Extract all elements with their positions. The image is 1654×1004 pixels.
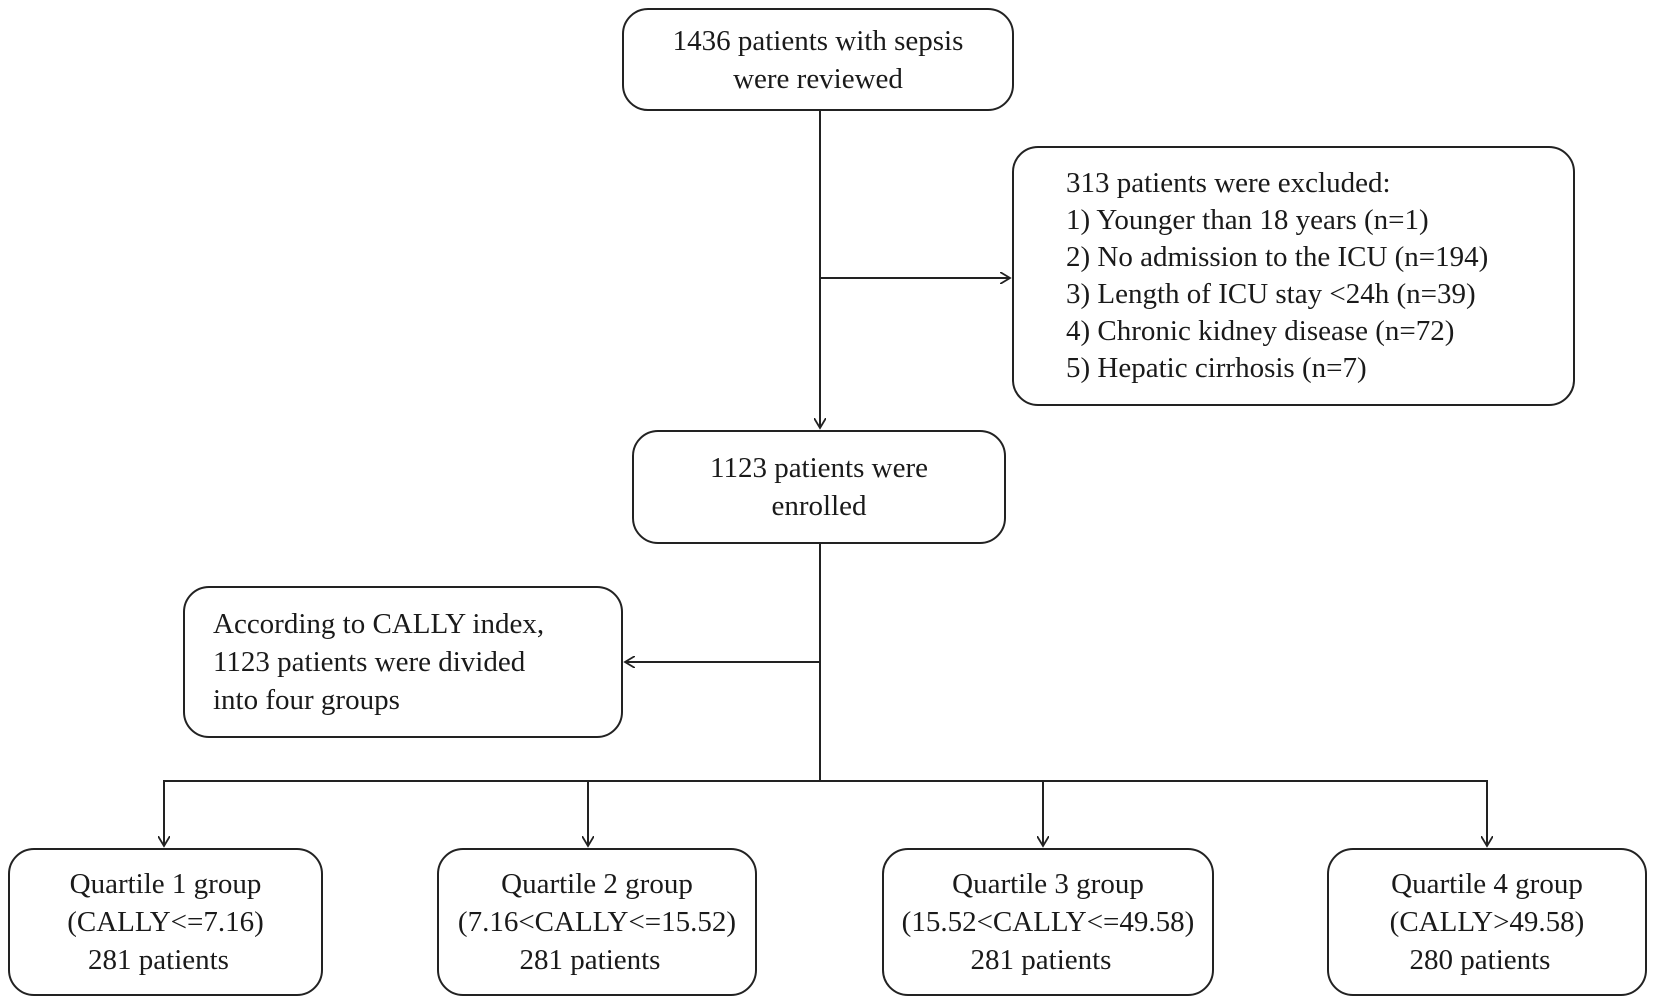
quartile-4-count: 280 patients xyxy=(1409,944,1551,976)
excluded-item-1: 1) Younger than 18 years (n=1) xyxy=(1066,204,1429,236)
box-patients-reviewed: 1436 patients with sepsis were reviewed xyxy=(622,8,1014,111)
excluded-title: 313 patients were excluded: xyxy=(1066,167,1391,199)
excluded-item-2: 2) No admission to the ICU (n=194) xyxy=(1066,241,1489,273)
reviewed-line-1: 1436 patients with sepsis xyxy=(672,24,964,57)
quartile-1-name: Quartile 1 group xyxy=(69,868,262,900)
enrolled-line-2: enrolled xyxy=(771,490,867,522)
enrolled-line-1: 1123 patients were xyxy=(710,452,928,484)
box-quartile-3: Quartile 3 group (15.52<CALLY<=49.58) 28… xyxy=(882,848,1214,996)
excluded-item-5: 5) Hepatic cirrhosis (n=7) xyxy=(1066,352,1367,384)
box-quartile-1: Quartile 1 group (CALLY<=7.16) 281 patie… xyxy=(8,848,323,996)
reviewed-line-2: were reviewed xyxy=(733,62,903,95)
box-quartile-4: Quartile 4 group (CALLY>49.58) 280 patie… xyxy=(1327,848,1647,996)
excluded-item-4: 4) Chronic kidney disease (n=72) xyxy=(1066,315,1455,347)
excluded-item-3: 3) Length of ICU stay <24h (n=39) xyxy=(1066,278,1476,310)
quartile-4-range: (CALLY>49.58) xyxy=(1389,906,1585,938)
divided-line-3: into four groups xyxy=(213,684,400,716)
quartile-1-count: 281 patients xyxy=(88,944,229,976)
quartile-3-name: Quartile 3 group xyxy=(952,868,1144,900)
divided-line-1: According to CALLY index, xyxy=(213,608,545,640)
box-patients-excluded: 313 patients were excluded: 1) Younger t… xyxy=(1012,146,1575,406)
quartile-2-count: 281 patients xyxy=(519,944,661,976)
box-patients-enrolled: 1123 patients were enrolled xyxy=(632,430,1006,544)
quartile-4-name: Quartile 4 group xyxy=(1391,868,1583,900)
quartile-2-range: (7.16<CALLY<=15.52) xyxy=(457,906,737,938)
quartile-1-range: (CALLY<=7.16) xyxy=(67,906,264,938)
quartile-3-range: (15.52<CALLY<=49.58) xyxy=(901,906,1195,938)
quartile-3-count: 281 patients xyxy=(970,944,1112,976)
quartile-2-name: Quartile 2 group xyxy=(501,868,693,900)
box-cally-division: According to CALLY index, 1123 patients … xyxy=(183,586,623,738)
divided-line-2: 1123 patients were divided xyxy=(213,646,526,678)
box-quartile-2: Quartile 2 group (7.16<CALLY<=15.52) 281… xyxy=(437,848,757,996)
